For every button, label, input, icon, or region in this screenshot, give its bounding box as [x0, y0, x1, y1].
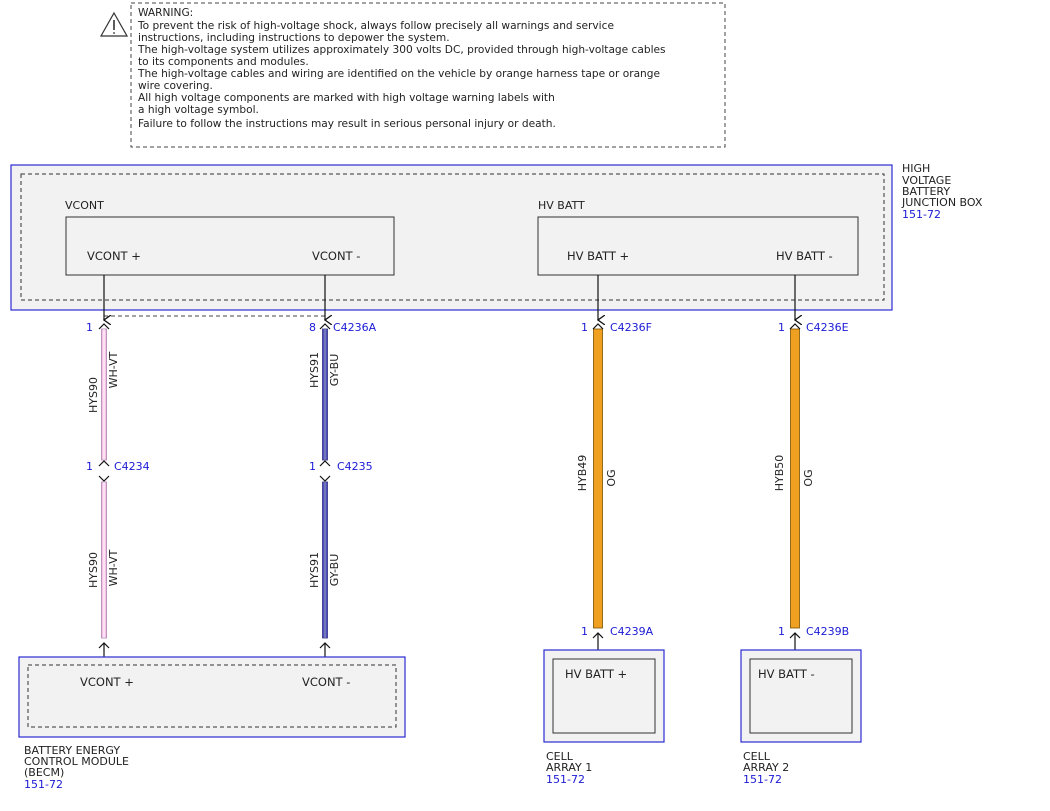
junction-box-name: HIGH VOLTAGE BATTERY JUNCTION BOX 151-72: [901, 162, 983, 221]
warning-line: Failure to follow the instructions may r…: [138, 118, 556, 130]
becm-vcont-plus-label: VCONT +: [80, 675, 134, 689]
becm-vcont-minus-label: VCONT -: [302, 675, 350, 689]
w3-top-connector: C4236F: [610, 321, 652, 334]
warning-triangle-icon: [99, 11, 129, 37]
jb-vcont-plus-label: VCONT +: [87, 249, 141, 263]
becm-module[interactable]: VCONT + VCONT -: [18, 656, 406, 738]
cell2-name-line: CELL: [743, 750, 771, 763]
w4-bottom-pin: 1: [778, 625, 785, 638]
warning-line: to its components and modules.: [138, 56, 309, 68]
cell1-name-line: ARRAY 1: [546, 761, 592, 774]
w4-top-pin: 1: [778, 321, 785, 334]
becm-name-line: (BECM): [24, 766, 64, 779]
warning-line: The high-voltage system utilizes approxi…: [137, 44, 666, 56]
becm-name: BATTERY ENERGY CONTROL MODULE (BECM) 151…: [24, 744, 129, 791]
jb-ref: 151-72: [902, 208, 941, 221]
cell-array-2-module[interactable]: HV BATT -: [740, 649, 862, 743]
w1-lower-color: WH-VT: [107, 549, 120, 586]
cell-array-2-name: CELL ARRAY 2 151-72: [743, 750, 789, 786]
cell1-name-line: CELL: [546, 750, 574, 763]
jb-hvbatt-minus-label: HV BATT -: [776, 249, 833, 263]
warning-line: The high-voltage cables and wiring are i…: [137, 68, 660, 80]
wire-hyb49[interactable]: [592, 275, 603, 650]
warning-line: wire covering.: [138, 80, 213, 92]
w4-color: OG: [802, 469, 815, 486]
becm-name-line: BATTERY ENERGY: [24, 744, 120, 757]
cell2-ref: 151-72: [743, 773, 782, 786]
w3-bottom-connector: C4239A: [610, 625, 654, 638]
w4-circuit: HYB50: [773, 455, 786, 492]
warning-title: WARNING:: [138, 7, 193, 19]
w2-mid-pin: 1: [309, 460, 316, 473]
w2-upper-circuit: HYS91: [308, 352, 321, 388]
w2-upper-color: GY-BU: [328, 354, 341, 387]
junction-box[interactable]: VCONT VCONT + VCONT - HV BATT HV BATT + …: [10, 164, 893, 311]
w1-upper-color: WH-VT: [107, 351, 120, 388]
w4-top-connector: C4236E: [806, 321, 849, 334]
becm-name-line: CONTROL MODULE: [24, 755, 129, 768]
w2-lower-circuit: HYS91: [308, 552, 321, 588]
jb-name-line: VOLTAGE: [902, 174, 951, 187]
jb-name-line: HIGH: [902, 162, 930, 175]
w2-mid-connector: C4235: [337, 460, 373, 473]
warning-line: To prevent the risk of high-voltage shoc…: [137, 20, 614, 32]
w1-lower-circuit: HYS90: [87, 552, 100, 588]
w1-mid-pin: 1: [86, 460, 93, 473]
cell2-hvbatt-label: HV BATT -: [758, 667, 815, 681]
vcont-subblock: [65, 216, 395, 276]
warning-line: All high voltage components are marked w…: [138, 92, 555, 104]
warning-panel: WARNING: To prevent the risk of high-vol…: [99, 2, 726, 148]
cell-array-1-module[interactable]: HV BATT +: [543, 649, 665, 743]
w1-top-pin: 1: [86, 321, 93, 334]
w3-top-pin: 1: [581, 321, 588, 334]
wire-hys91[interactable]: [319, 275, 330, 665]
w2-top-connector: C4236A: [333, 321, 377, 334]
cell-array-1-name: CELL ARRAY 1 151-72: [546, 750, 592, 786]
wire-hyb50[interactable]: [789, 275, 800, 650]
w2-lower-color: GY-BU: [328, 554, 341, 587]
w2-top-pin: 8: [309, 321, 316, 334]
w1-upper-circuit: HYS90: [87, 377, 100, 413]
cell1-ref: 151-72: [546, 773, 585, 786]
wire-hys90[interactable]: [98, 275, 109, 665]
jb-name-line: BATTERY: [902, 185, 950, 198]
hvbatt-group-label: HV BATT: [538, 199, 585, 212]
jb-vcont-minus-label: VCONT -: [312, 249, 360, 263]
jb-name-line: JUNCTION BOX: [901, 196, 983, 209]
w3-bottom-pin: 1: [581, 625, 588, 638]
w3-circuit: HYB49: [576, 455, 589, 492]
w3-color: OG: [605, 469, 618, 486]
becm-ref: 151-72: [24, 778, 63, 791]
vcont-group-label: VCONT: [65, 199, 104, 212]
hvbatt-subblock: [537, 216, 859, 276]
cell2-name-line: ARRAY 2: [743, 761, 789, 774]
w4-bottom-connector: C4239B: [806, 625, 849, 638]
jb-hvbatt-plus-label: HV BATT +: [567, 249, 629, 263]
cell1-hvbatt-label: HV BATT +: [565, 667, 627, 681]
w1-mid-connector: C4234: [114, 460, 150, 473]
warning-line: a high voltage symbol.: [138, 104, 259, 116]
warning-line: instructions, including instructions to …: [138, 32, 450, 44]
